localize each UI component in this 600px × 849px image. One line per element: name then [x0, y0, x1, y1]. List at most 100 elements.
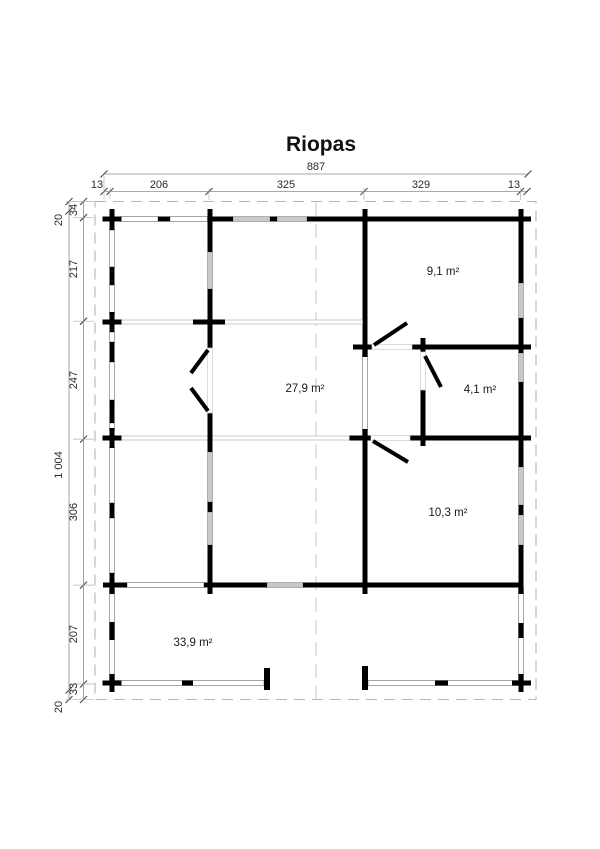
- door-leaf: [189, 386, 210, 413]
- wall-seg: [109, 342, 115, 362]
- window-seg: [518, 352, 524, 383]
- door-leaf: [189, 348, 210, 375]
- railing-end-post: [264, 668, 270, 690]
- cross-tie: [362, 337, 368, 357]
- cross-tie: [207, 209, 213, 229]
- doors-layer: [189, 321, 443, 464]
- room-label-top-right: 9,1 m²: [427, 266, 460, 278]
- dim-total-height: 1 004: [53, 451, 65, 479]
- wall-seg: [109, 503, 115, 518]
- cross-tie: [207, 428, 213, 448]
- roof-outline: [94, 200, 537, 702]
- cross-tie: [420, 430, 426, 446]
- wall-seg: [362, 216, 368, 350]
- wall-seg: [307, 216, 524, 222]
- cross-tie: [420, 338, 426, 354]
- cross-tie: [512, 680, 531, 686]
- railing-end-post: [362, 666, 368, 690]
- window-seg: [518, 282, 524, 319]
- log-cross-ties: [102, 209, 531, 692]
- wall-seg: [362, 435, 368, 588]
- cross-tie: [102, 216, 122, 222]
- dim-tick: [524, 170, 532, 178]
- dim-seg-325: 325: [277, 179, 295, 191]
- window-seg: [109, 517, 115, 574]
- door-opening: [370, 435, 411, 441]
- door-opening: [371, 344, 413, 350]
- window-seg: [232, 216, 271, 222]
- wall-seg: [207, 545, 213, 588]
- dim-tick: [523, 187, 531, 196]
- cross-tie: [362, 209, 368, 229]
- roof-overhang-outline: [94, 200, 537, 701]
- dim-tick: [65, 207, 73, 215]
- wall-seg: [518, 545, 524, 588]
- room-label-small: 4,1 m²: [464, 384, 497, 396]
- cross-tie: [207, 576, 213, 594]
- railing-post: [518, 623, 524, 638]
- wall-seg: [303, 582, 524, 588]
- room-labels: 9,1 m² 27,9 m² 4,1 m² 10,3 m² 33,9 m²: [174, 266, 497, 649]
- wall-seg: [518, 216, 524, 283]
- cross-tie: [512, 344, 531, 350]
- dim-tick: [100, 170, 108, 178]
- passage-frame: [362, 349, 368, 436]
- window-seg: [266, 582, 304, 588]
- window-seg: [207, 451, 213, 503]
- door-opening: [420, 351, 426, 391]
- cross-tie: [362, 576, 368, 594]
- wall-seg: [204, 582, 267, 588]
- door-leaf: [372, 321, 409, 347]
- dim-seg-217: 217: [68, 260, 80, 278]
- walls-layer: [103, 216, 524, 588]
- window-seg: [109, 446, 115, 504]
- wall-seg: [349, 435, 371, 441]
- door-leaf: [371, 439, 410, 464]
- wall-seg: [412, 344, 524, 350]
- window-seg: [120, 216, 159, 222]
- cross-tie: [518, 576, 524, 594]
- window-seg: [207, 251, 213, 290]
- door-opening: [207, 347, 213, 414]
- dim-seg-206: 206: [150, 179, 168, 191]
- room-label-bottom-right: 10,3 m²: [429, 507, 468, 519]
- dim-total-width: 887: [307, 161, 325, 173]
- dim-seg-13-right: 13: [508, 179, 520, 191]
- wall-seg: [103, 582, 127, 588]
- railing-post: [182, 680, 193, 686]
- wall-seg: [207, 216, 233, 222]
- wall-seg: [207, 502, 213, 512]
- cross-tie: [102, 435, 122, 441]
- dim-tick: [65, 686, 73, 694]
- dim-seg-34: 34: [68, 204, 80, 216]
- cross-tie: [512, 435, 531, 441]
- dim-seg-306: 306: [68, 503, 80, 521]
- door-leaf: [423, 355, 443, 388]
- dim-seg-13-left: 13: [91, 179, 103, 191]
- window-seg: [109, 361, 115, 401]
- wall-seg: [158, 216, 170, 222]
- dim-overhang-bottom: 20: [53, 701, 65, 713]
- cross-tie: [207, 312, 213, 332]
- window-seg: [518, 466, 524, 506]
- window-seg: [518, 514, 524, 546]
- partition-line: [114, 435, 350, 441]
- dim-overhang-top: 20: [53, 214, 65, 226]
- dim-seg-33: 33: [68, 683, 80, 695]
- dimension-left: 20 1 004 20 34 217 247 306 207 33: [53, 197, 94, 713]
- window-seg: [126, 582, 205, 588]
- cross-tie: [362, 429, 368, 447]
- railing-post: [109, 622, 115, 640]
- room-label-living: 27,9 m²: [286, 383, 325, 395]
- wall-seg: [518, 505, 524, 515]
- wall-seg: [518, 382, 524, 467]
- page-title: Riopas: [286, 133, 356, 156]
- window-seg: [169, 216, 208, 222]
- window-seg: [276, 216, 308, 222]
- wall-seg: [420, 390, 426, 441]
- dim-seg-247: 247: [68, 371, 80, 389]
- window-seg: [207, 511, 213, 546]
- window-seg: [109, 229, 115, 268]
